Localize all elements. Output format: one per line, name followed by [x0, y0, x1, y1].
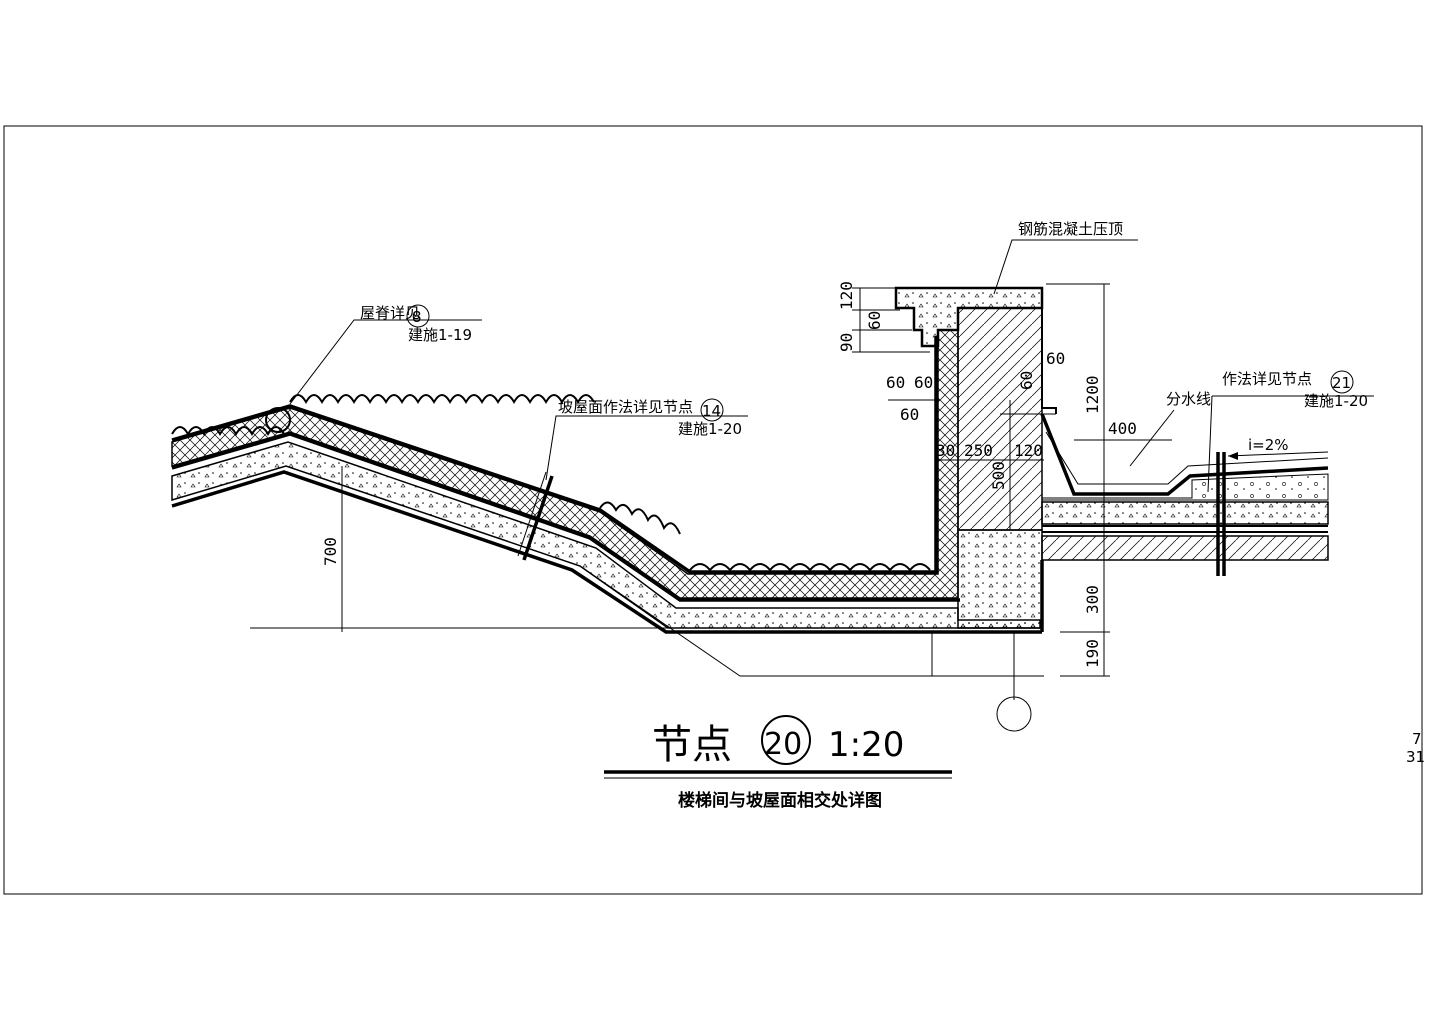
- dim-120: 120: [837, 281, 856, 310]
- dim-300: 300: [1083, 585, 1102, 614]
- title-node-num: 20: [764, 727, 802, 762]
- slope-ref-num: 14: [702, 402, 721, 420]
- drawing-title: 节点 20 1:20 楼梯间与坡屋面相交处详图: [604, 715, 952, 811]
- method-ref-num: 21: [1332, 374, 1351, 392]
- dim-30: 30: [936, 441, 955, 460]
- sloped-roof-section: [171, 329, 1042, 634]
- dim-60e: 60: [1046, 349, 1065, 368]
- dim-60c: 60: [914, 373, 933, 392]
- dim-90: 90: [837, 333, 856, 352]
- ridge-ref-sheet: 建施1-19: [408, 326, 472, 344]
- title-subtitle: 楼梯间与坡屋面相交处详图: [678, 790, 882, 811]
- dimension-lines: [250, 239, 1374, 732]
- parapet-wall: [894, 286, 1057, 629]
- dim-250: 250: [964, 441, 993, 460]
- dim-500: 500: [989, 461, 1008, 490]
- dim-700: 700: [321, 537, 340, 566]
- flat-roof-section: [1040, 413, 1329, 632]
- divider-label: 分水线: [1166, 390, 1211, 408]
- ridge-ref-label: 屋脊详见: [360, 304, 420, 322]
- title-scale: 1:20: [828, 725, 904, 765]
- sheet-border: [3, 125, 1423, 895]
- method-ref-sheet: 建施1-20: [1304, 392, 1368, 410]
- dim-120b: 120: [1014, 441, 1043, 460]
- slope-ref-sheet: 建施1-20: [678, 420, 742, 438]
- slope-ratio-label: i=2%: [1248, 436, 1289, 454]
- dim-400: 400: [1108, 419, 1137, 438]
- method-ref-label: 作法详见节点: [1222, 370, 1312, 388]
- dim-190: 190: [1083, 639, 1102, 668]
- ridge-ref-num: 8: [412, 308, 422, 326]
- sheet-number-top: 7: [1412, 730, 1422, 748]
- coping-label: 钢筋混凝土压顶: [1018, 220, 1123, 238]
- dim-60a: 60: [865, 311, 884, 330]
- title-node: 节点: [652, 722, 732, 768]
- slope-ref-label: 坡屋面作法详见节点: [558, 398, 693, 416]
- dim-60f: 60: [1017, 371, 1036, 390]
- dim-60d: 60: [900, 405, 919, 424]
- dim-1200: 1200: [1083, 375, 1102, 414]
- dim-60b: 60: [886, 373, 905, 392]
- sheet-number-bottom: 31: [1406, 748, 1425, 766]
